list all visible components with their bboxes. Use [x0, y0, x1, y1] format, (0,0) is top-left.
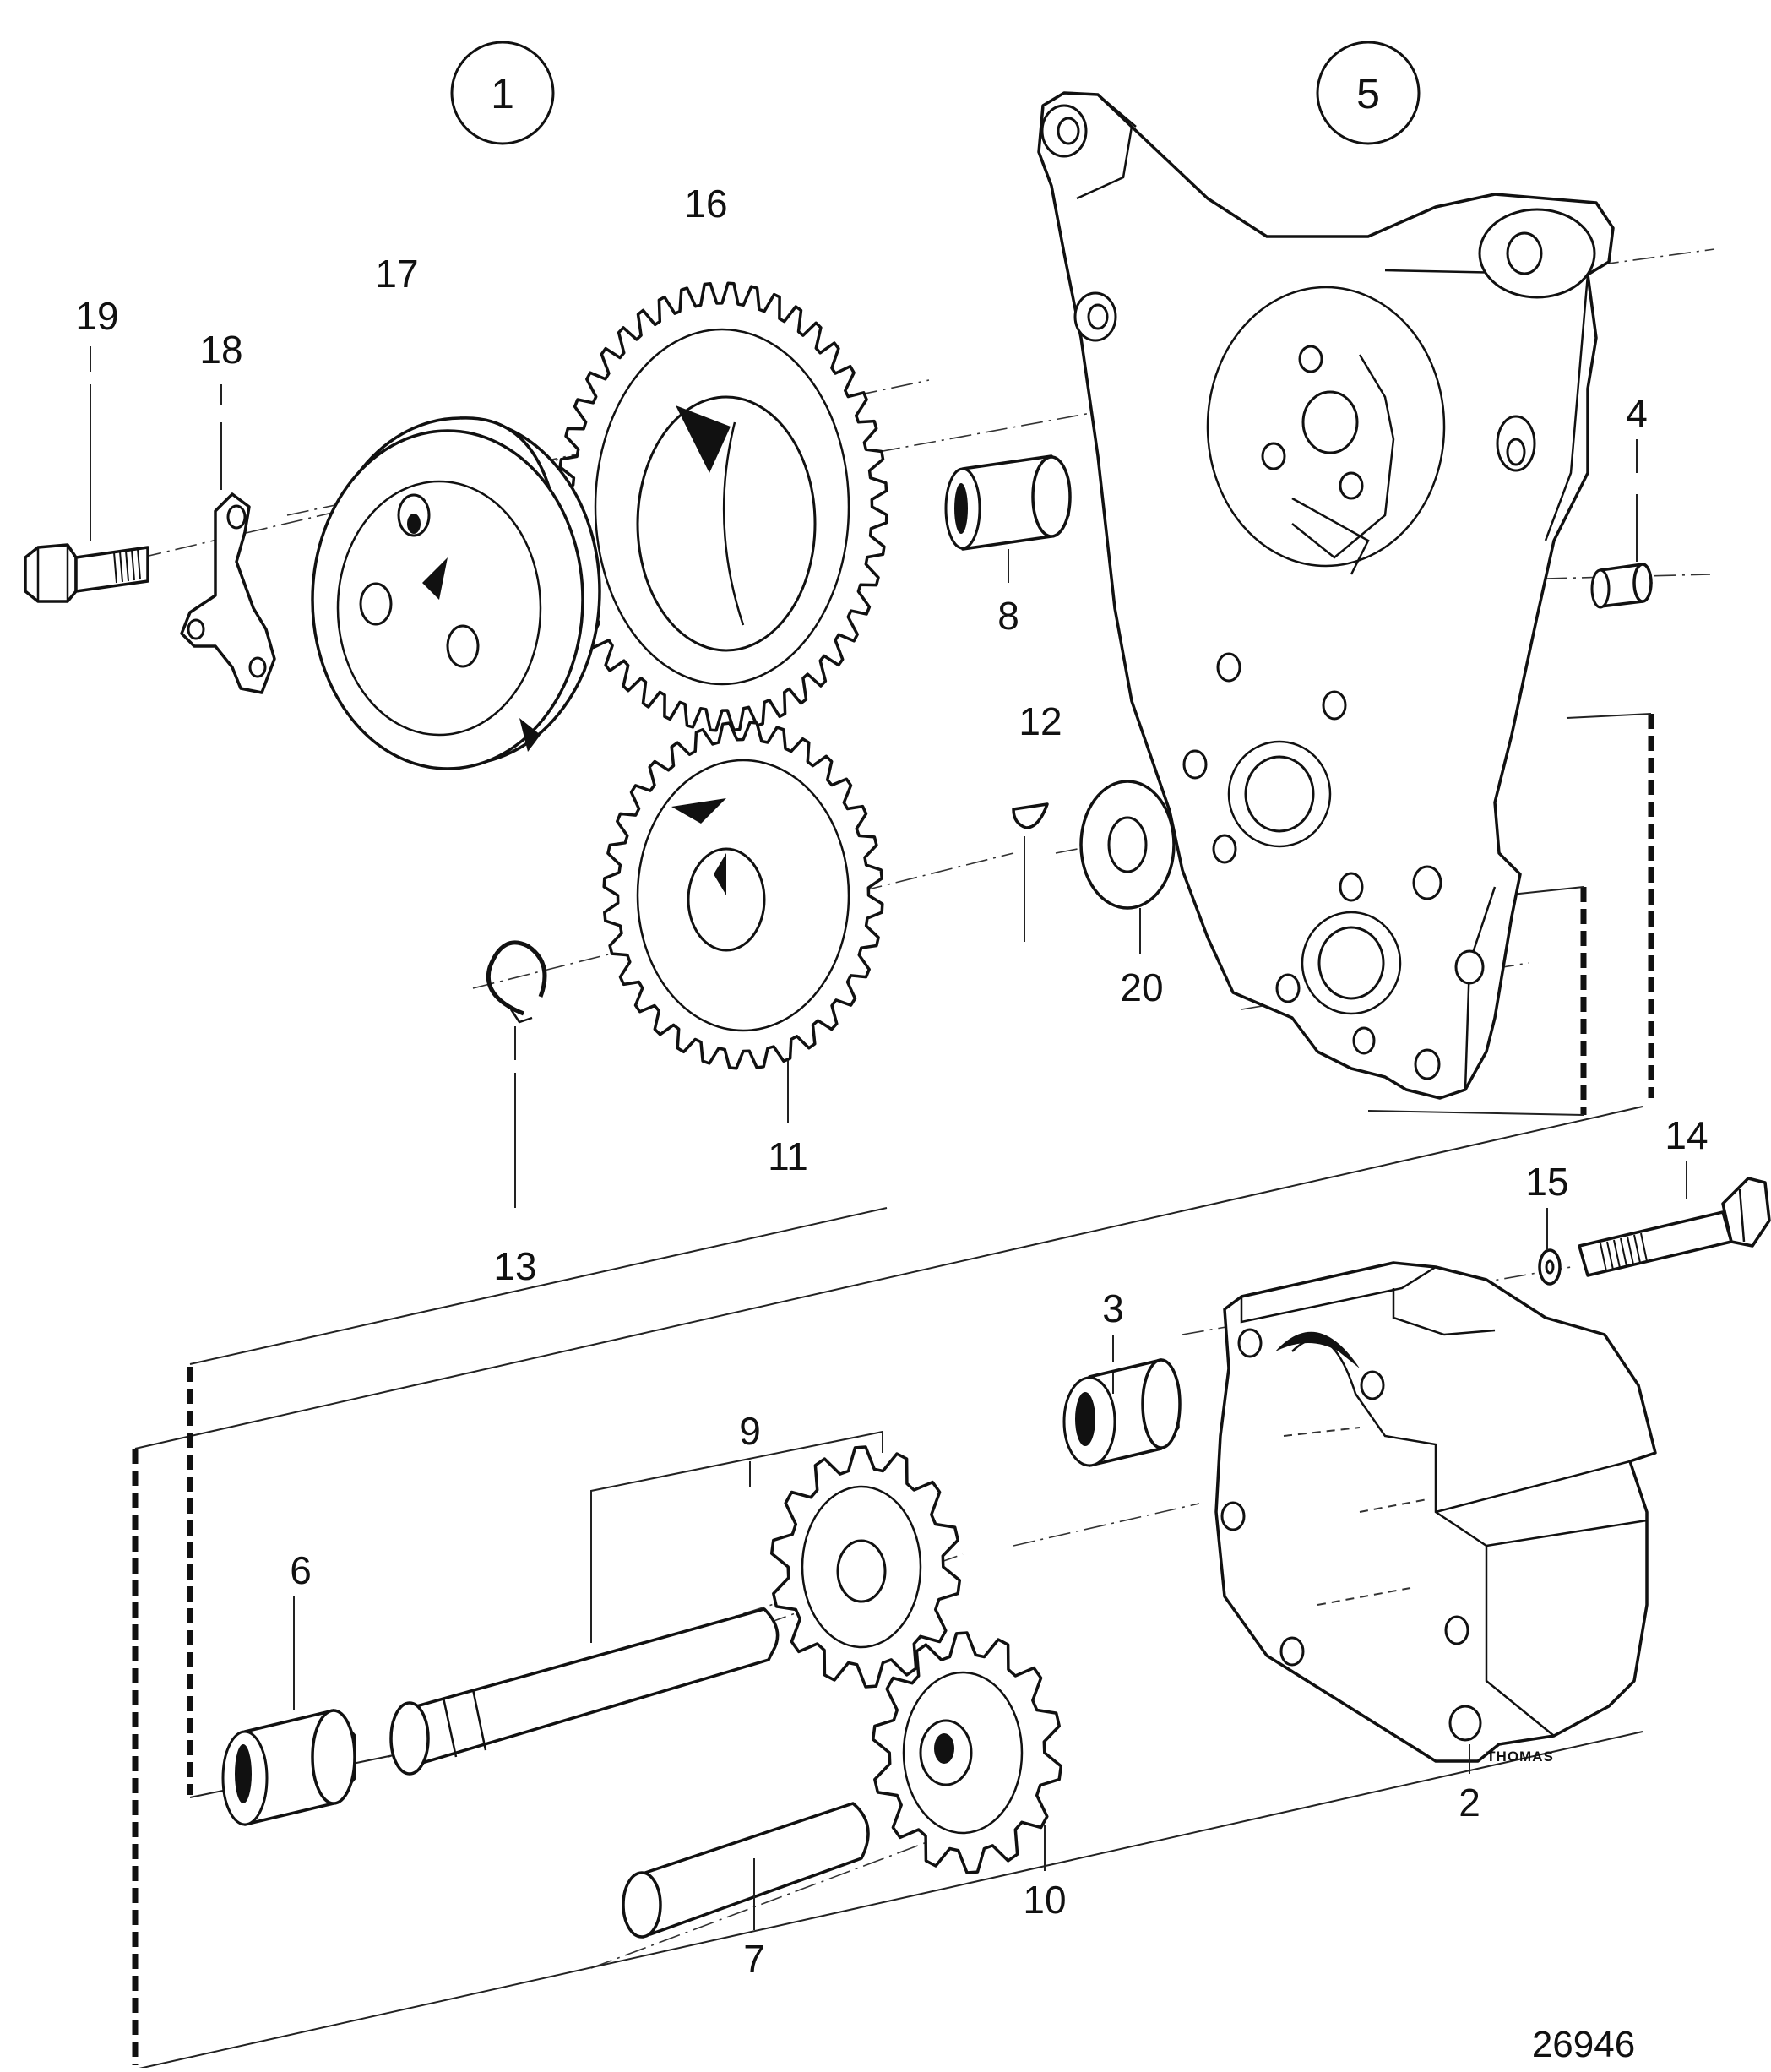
oil-pump-drive-gear-11 [602, 721, 884, 1070]
group-marker-1: 1 [450, 41, 555, 145]
bushing-3 [1062, 1358, 1182, 1467]
pump-gear-10 [871, 1631, 1063, 1874]
callout-16: 16 [684, 182, 727, 226]
group-marker-5-label: 5 [1356, 70, 1380, 117]
group-marker-1-label: 1 [491, 70, 514, 117]
group-marker-5: 5 [1316, 41, 1421, 145]
leader-lines [90, 346, 1687, 1930]
idler-shaft-7 [622, 1802, 870, 1939]
oil-pump-cover-2 [1214, 1261, 1657, 1763]
callout-19: 19 [75, 294, 118, 338]
bolt-14 [1578, 1177, 1771, 1277]
washer-15 [1538, 1248, 1562, 1286]
callout-11: 11 [768, 1134, 808, 1178]
callout-20: 20 [1120, 965, 1163, 1009]
assembly-frame-outer [132, 713, 1654, 2070]
callout-labels: 2 3 4 6 7 8 9 10 11 12 13 14 15 16 17 18… [75, 182, 1708, 1981]
callout-15: 15 [1525, 1160, 1568, 1204]
key-12 [1012, 802, 1049, 829]
callout-17: 17 [375, 252, 418, 296]
washer-20 [1079, 780, 1176, 910]
callout-18: 18 [199, 328, 242, 372]
callout-13: 13 [493, 1244, 536, 1288]
callout-14: 14 [1665, 1113, 1708, 1157]
timing-gear-housing [1037, 91, 1615, 1100]
callout-8: 8 [997, 594, 1019, 638]
illustrator-signature: THOMAS [1486, 1748, 1554, 1765]
bushing-6 [221, 1709, 356, 1826]
callout-9: 9 [739, 1409, 761, 1453]
callout-6: 6 [290, 1548, 312, 1592]
gear-hub-17 [311, 416, 601, 770]
bolt-19 [24, 543, 149, 603]
figure-number: 26946 [1532, 2024, 1635, 2065]
idler-gear-16 [556, 281, 888, 732]
lock-plate-18 [180, 492, 276, 694]
callout-7: 7 [743, 1937, 765, 1981]
bushing-8 [944, 454, 1072, 551]
drive-shaft-and-gear-9 [389, 1445, 962, 1776]
callout-10: 10 [1023, 1878, 1066, 1922]
callout-4: 4 [1626, 391, 1648, 435]
callout-2: 2 [1459, 1781, 1480, 1825]
snap-ring-13 [486, 940, 547, 1024]
callout-12: 12 [1019, 699, 1062, 743]
callout-3: 3 [1102, 1286, 1124, 1330]
dowel-pin-4 [1590, 563, 1653, 609]
